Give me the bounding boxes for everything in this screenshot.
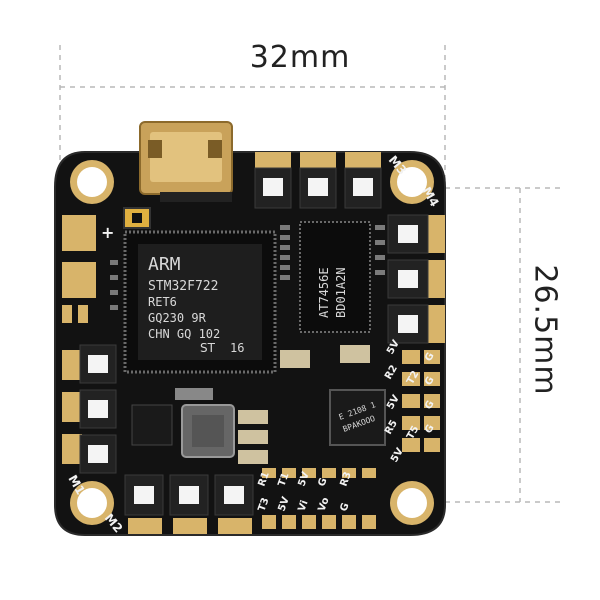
pad-label: R1 [256, 470, 271, 488]
dimension-guides [59, 45, 560, 503]
osd-chip-line2: BD01A2N [334, 267, 348, 318]
small-chip: E 2108 1 BPAKOOO [329, 389, 386, 446]
mounting-holes [70, 160, 434, 525]
pad-label: 5V [276, 495, 291, 513]
usb-connector [139, 121, 233, 202]
bottom-signal-pads [262, 468, 376, 529]
mcu-brand: ARM [148, 254, 181, 275]
pad-label: T3 [256, 496, 271, 513]
mcu-year: 16 [230, 341, 244, 355]
inductor [181, 404, 235, 458]
mcu-variant: RET6 [148, 295, 177, 309]
right-signal-pads [402, 350, 440, 452]
pad-label: Vo [316, 496, 331, 513]
mcu-lot: GQ230 9R [148, 311, 207, 325]
osd-chip: AT7456E BD01A2N [299, 221, 371, 333]
top-motor-connectors [254, 152, 382, 209]
width-dimension-label: 32mm [249, 40, 351, 75]
passive-components [175, 345, 370, 464]
boot-button-center [132, 213, 142, 223]
bottom-motor-connectors [124, 474, 254, 534]
smd-resistors [110, 225, 385, 310]
plus-label: + [101, 223, 114, 242]
pad-label: Vi [296, 499, 310, 513]
osd-chip-line1: AT7456E [317, 267, 331, 318]
right-motor-connectors [387, 214, 445, 344]
mcu-origin: CHN GQ 102 [148, 327, 220, 341]
bottom-pad-labels: R1 T1 5V G R3 T3 5V Vi Vo G [256, 470, 353, 513]
left-solder-pads [62, 215, 96, 464]
pad-label: R3 [338, 470, 353, 488]
pad-label: T1 [276, 471, 291, 488]
mcu-part: STM32F722 [148, 279, 218, 294]
pad-label: G [338, 502, 351, 513]
pad-label: 5V [296, 470, 311, 488]
regulator-chip [131, 404, 173, 446]
pad-label: G [316, 477, 329, 488]
mcu-chip: ARM STM32F722 RET6 GQ230 9R CHN GQ 102 1… [123, 230, 277, 374]
st-logo-icon: ST [200, 341, 216, 355]
left-motor-connectors [79, 344, 117, 474]
